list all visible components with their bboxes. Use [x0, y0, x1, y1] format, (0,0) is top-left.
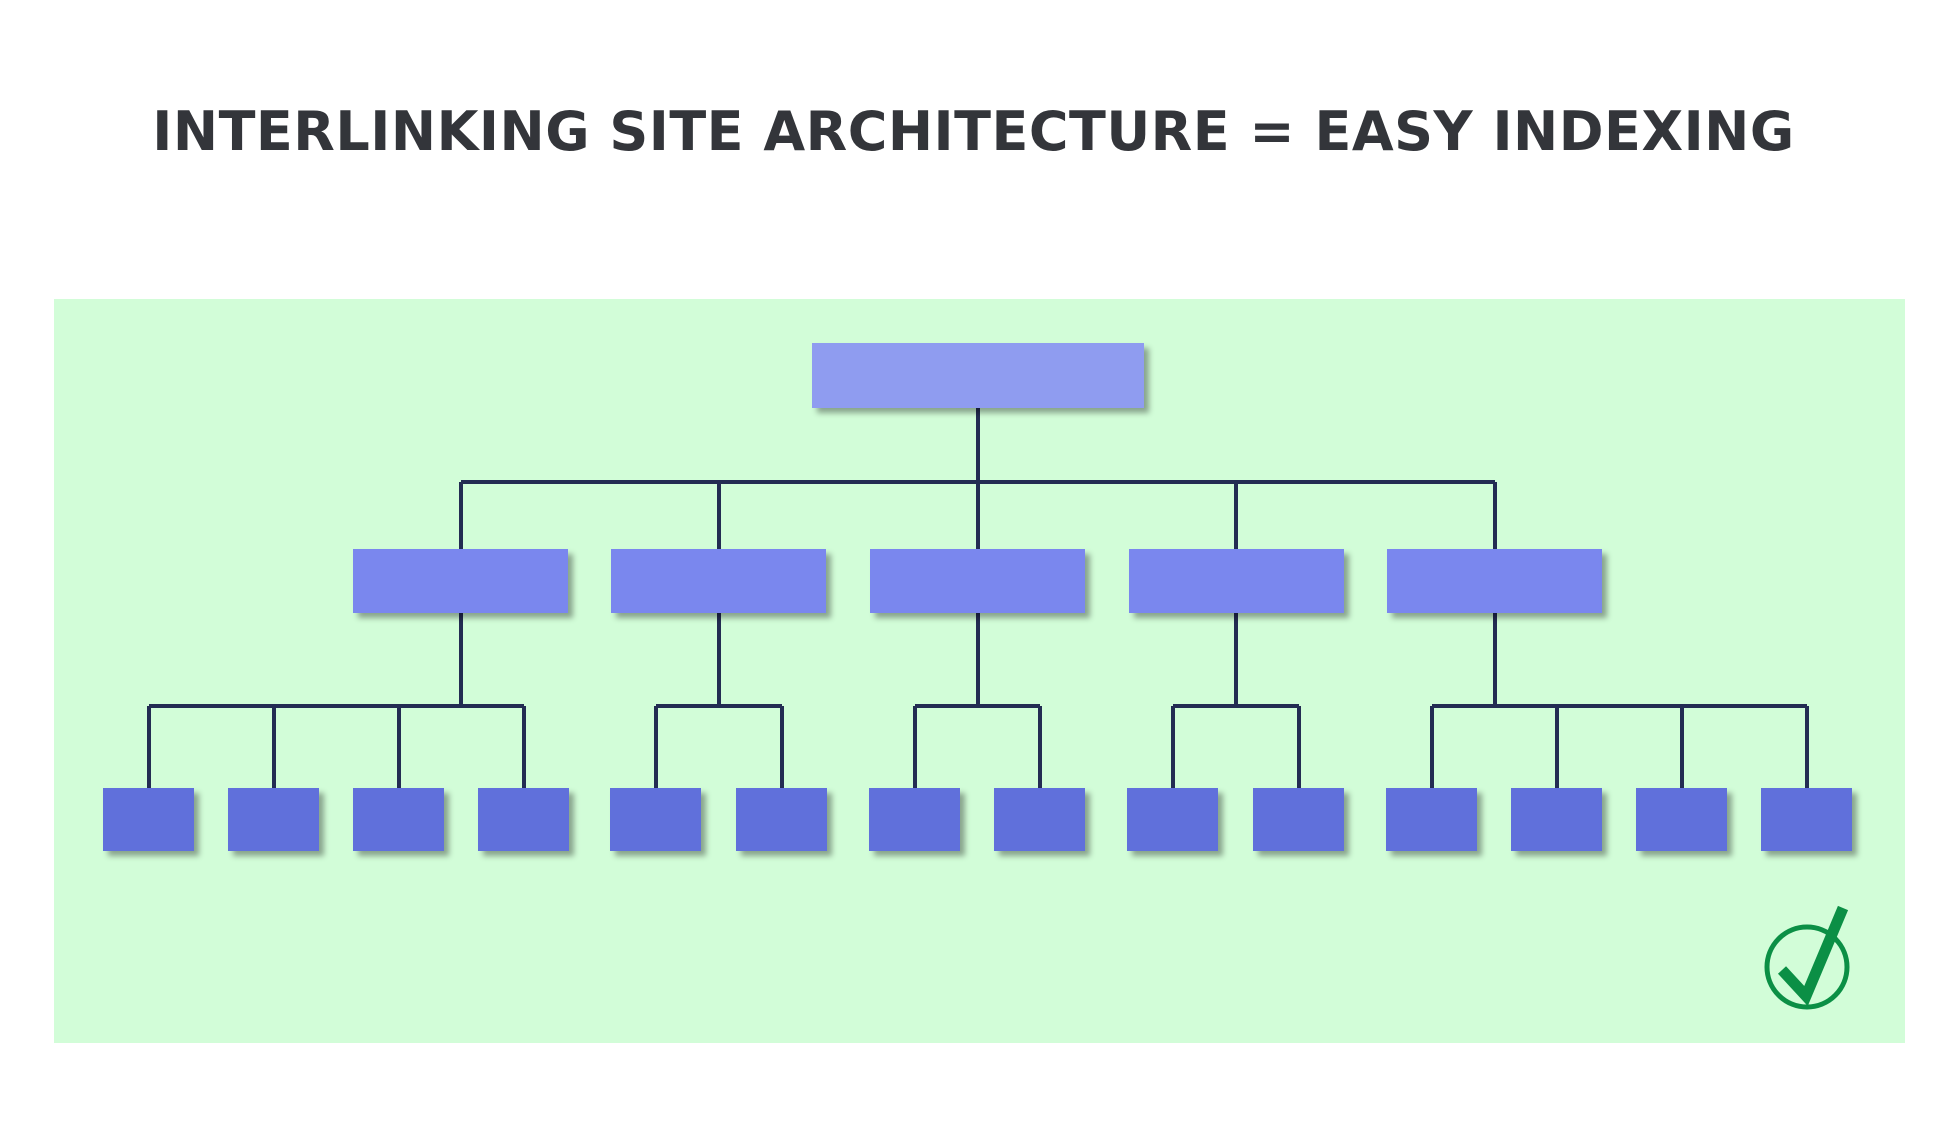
level2-node [228, 788, 319, 851]
level1-node [870, 549, 1085, 613]
level2-node [869, 788, 960, 851]
check-circle-icon [1764, 905, 1850, 1010]
level2-node [994, 788, 1085, 851]
level2-node [1636, 788, 1727, 851]
level1-node [353, 549, 568, 613]
level2-node [1511, 788, 1602, 851]
level2-node [1761, 788, 1852, 851]
level2-node [736, 788, 827, 851]
page-title: INTERLINKING SITE ARCHITECTURE = EASY IN… [152, 100, 1795, 163]
level1-node [1129, 549, 1344, 613]
level2-nodes [103, 788, 1852, 851]
level2-node [353, 788, 444, 851]
connector-lines [147, 408, 1809, 788]
level2-node [103, 788, 194, 851]
level2-node [1386, 788, 1477, 851]
level2-node [1127, 788, 1218, 851]
level2-node [478, 788, 569, 851]
level2-node [1253, 788, 1344, 851]
root-node [812, 343, 1144, 408]
level1-node [611, 549, 826, 613]
level1-nodes [353, 549, 1602, 613]
level2-node [610, 788, 701, 851]
level1-node [1387, 549, 1602, 613]
